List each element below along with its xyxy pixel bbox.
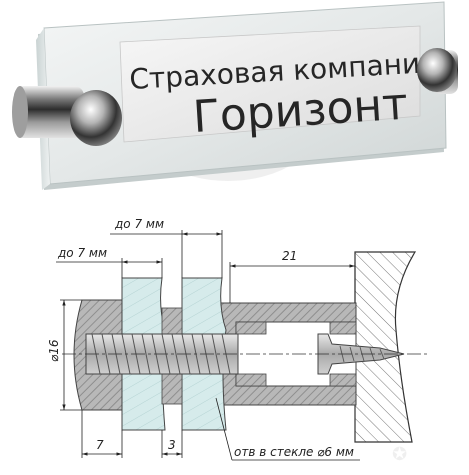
dim-diameter: ⌀16 [47,339,61,362]
hole-note: отв в стекле ⌀6 мм [234,445,354,459]
watermark-mark: ✪ [392,444,407,465]
wall-section [354,251,417,443]
dim-depth: 21 [282,249,297,263]
right-standoff [417,48,458,94]
dim-glass-inner: до 7 мм [114,217,164,231]
dim-gap: 3 [168,438,176,452]
sign-face [119,25,421,143]
dim-glass-outer: до 7 мм [57,246,107,260]
technical-drawing: до 7 мм до 7 мм 21 ⌀16 7 3 отв в стекле … [47,217,430,465]
dim-cap: 7 [96,438,104,452]
sign-illustration: Страховая компания Горизонт [12,1,458,190]
left-standoff [12,86,122,146]
